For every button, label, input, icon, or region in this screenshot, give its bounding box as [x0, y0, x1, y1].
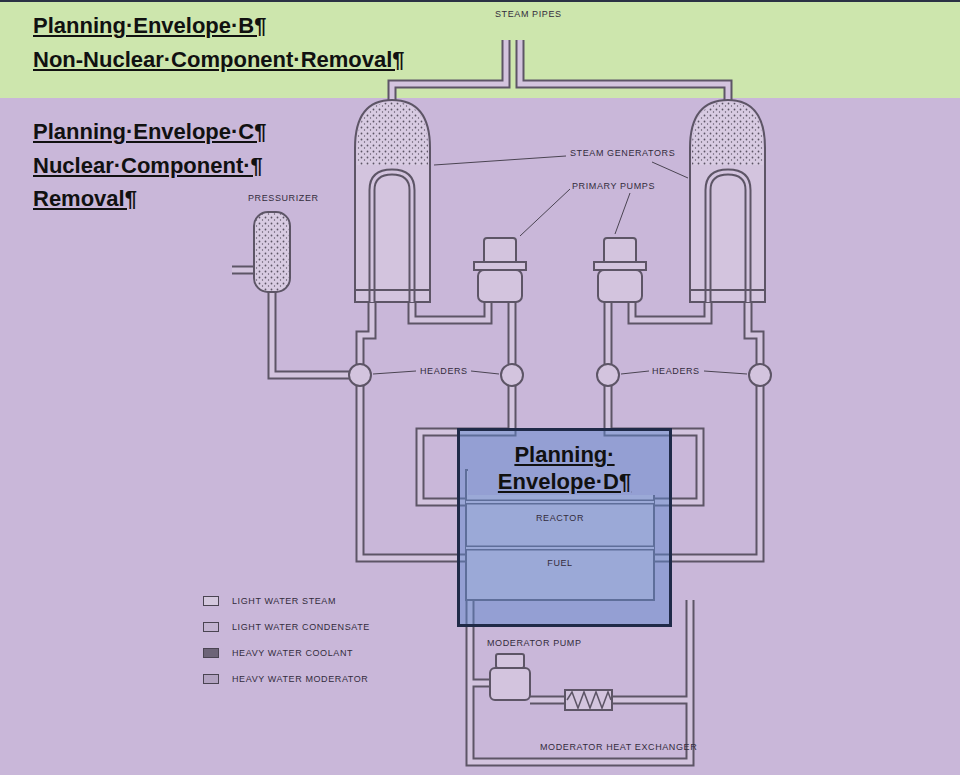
pressurizer-vessel [254, 212, 290, 292]
heat-exchanger [565, 690, 612, 710]
leader-lines [373, 156, 747, 374]
part-label: HEADERS [420, 366, 468, 377]
legend-row: LIGHT WATER CONDENSATE [203, 622, 370, 633]
moderator-pump [490, 654, 530, 700]
pipe-outline [232, 40, 760, 762]
legend-swatch [203, 622, 219, 632]
envelope-box: Planning· Envelope·D¶ [457, 428, 672, 627]
part-label: STEAM PIPES [495, 9, 562, 20]
envelope-title: Planning·Envelope·C¶ [33, 118, 266, 145]
envelope-subtitle: Non-Nuclear·Component·Removal¶ [33, 46, 405, 73]
legend-swatch [203, 596, 219, 606]
legend-swatch [203, 648, 219, 658]
legend-text: HEAVY WATER MODERATOR [232, 674, 368, 684]
envelope-band: Planning·Envelope·B¶ Non-Nuclear·Componen… [0, 0, 960, 98]
envelope-subtitle: Removal¶ [33, 185, 137, 212]
legend-swatch [203, 674, 219, 684]
envelope-title: Planning· Envelope·D¶ [468, 441, 661, 495]
part-label: HEADERS [652, 366, 700, 377]
steam-generators [355, 100, 765, 302]
part-label: MODERATOR PUMP [487, 638, 582, 649]
part-label: STEAM GENERATORS [570, 148, 675, 159]
part-label: REACTOR [500, 513, 620, 524]
envelope-subtitle: Nuclear·Component·¶ [33, 152, 263, 179]
legend-row: HEAVY WATER COOLANT [203, 648, 353, 659]
legend-row: LIGHT WATER STEAM [203, 596, 336, 607]
legend-text: LIGHT WATER STEAM [232, 596, 336, 606]
part-label: MODERATOR HEAT EXCHANGER [540, 742, 697, 753]
envelope-c-band [0, 98, 960, 775]
pumps-and-headers [349, 238, 771, 386]
part-label: PRESSURIZER [248, 193, 319, 204]
pipe-bore [232, 40, 760, 762]
envelope-title: Planning·Envelope·B¶ [33, 12, 266, 39]
part-label: FUEL [500, 558, 620, 569]
legend-row: HEAVY WATER MODERATOR [203, 674, 368, 685]
legend-text: HEAVY WATER COOLANT [232, 648, 353, 658]
part-label: PRIMARY PUMPS [572, 181, 655, 192]
legend-text: LIGHT WATER CONDENSATE [232, 622, 370, 632]
envelope-region: Planning·Envelope·C¶ Nuclear·Component·¶ R… [0, 98, 960, 775]
